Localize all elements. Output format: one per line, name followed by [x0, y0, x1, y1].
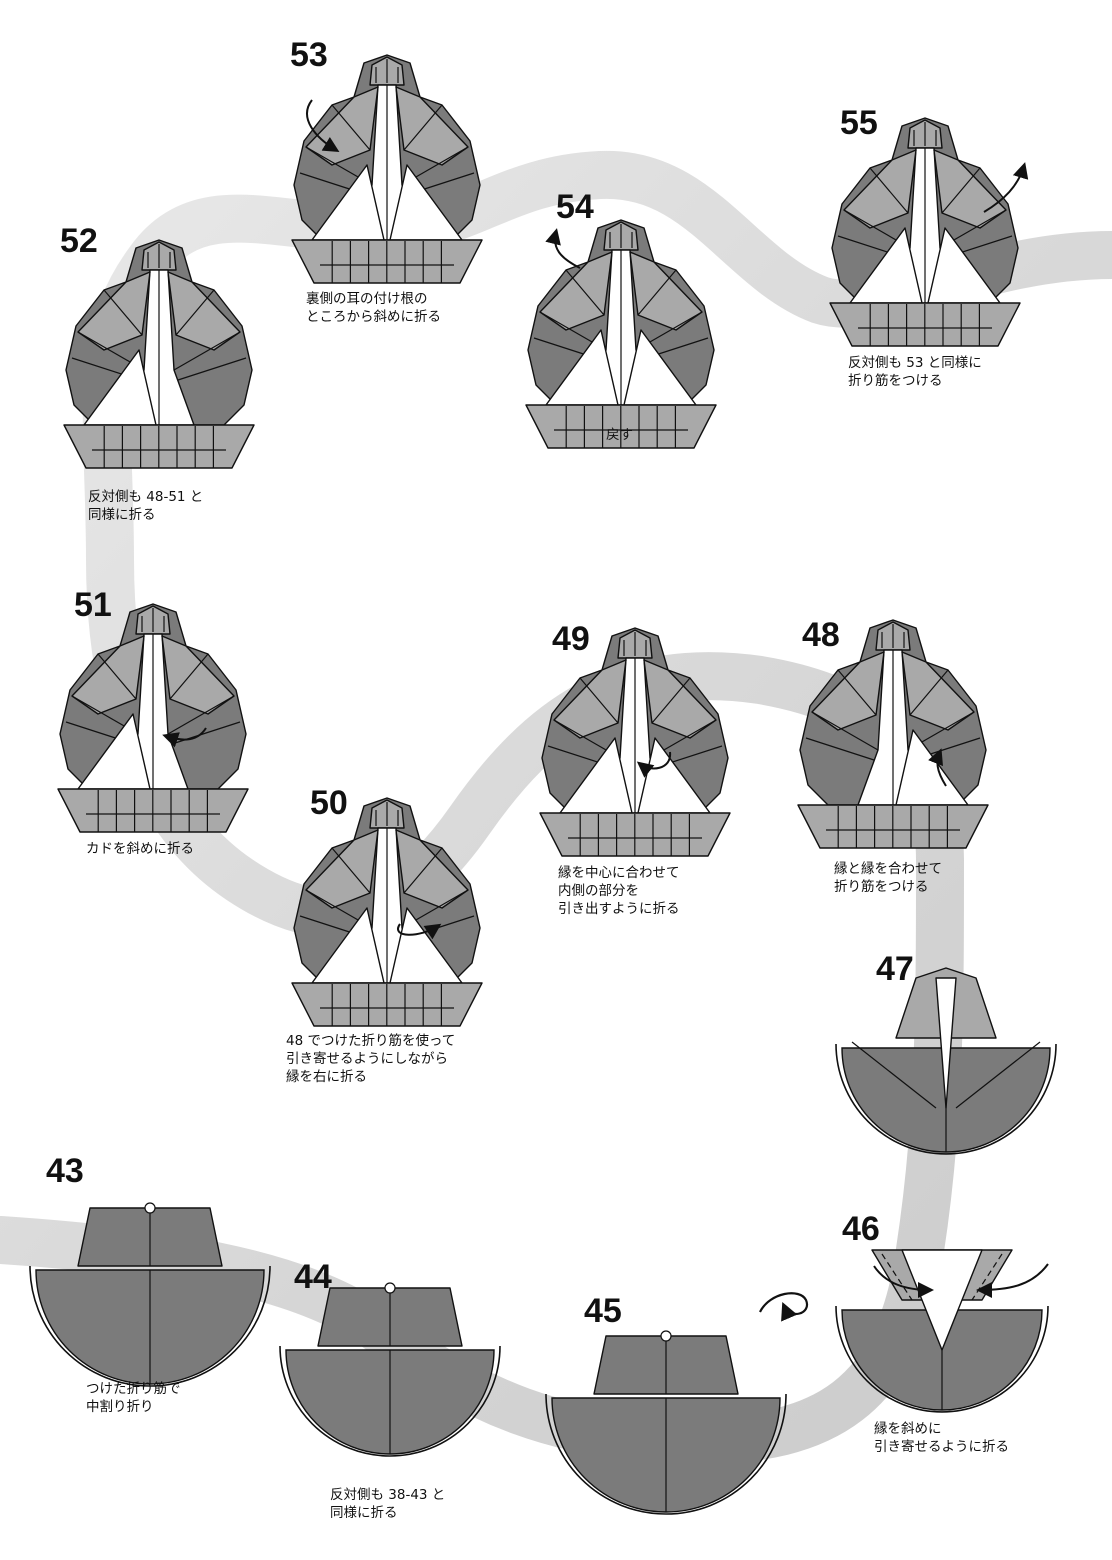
- step-53-caption: 裏側の耳の付け根のところから斜めに折る: [306, 291, 441, 325]
- head-notch: [660, 1330, 672, 1342]
- step-number-49: 49: [552, 620, 590, 658]
- fold-line: [403, 847, 443, 894]
- step-46-caption: 縁を斜めに引き寄せるように折る: [874, 1421, 1009, 1455]
- fold-line: [579, 677, 619, 724]
- right-shoulder: [167, 271, 241, 351]
- step-43-diagram: [29, 1202, 271, 1387]
- fold-arrow-icon: [873, 1265, 934, 1298]
- fold-arrow-icon: [983, 162, 1029, 213]
- fold-line: [175, 289, 215, 336]
- step-number-54: 54: [556, 188, 594, 226]
- left-shoulder: [305, 829, 379, 909]
- fold-arrow-icon: [306, 99, 340, 153]
- left-shoulder: [77, 271, 151, 351]
- step-number-55: 55: [840, 104, 878, 142]
- fold-line: [167, 695, 235, 735]
- step-48-caption: 縁と縁を合わせて折り筋をつける: [834, 861, 942, 895]
- fold-line: [565, 269, 605, 316]
- step-45-diagram: [545, 1330, 787, 1515]
- fold-line: [941, 167, 981, 214]
- center-white: [901, 1249, 983, 1351]
- step-number-51: 51: [74, 586, 112, 624]
- fold-line: [169, 653, 209, 700]
- fold-arrow-icon: [636, 751, 672, 778]
- right-shoulder: [161, 635, 235, 715]
- step-47-diagram: [835, 967, 1057, 1155]
- step-number-44: 44: [294, 1258, 332, 1296]
- bowl-rim: [835, 1043, 1057, 1155]
- fold-line: [881, 1253, 913, 1301]
- fold-line: [403, 104, 443, 151]
- step-number-48: 48: [802, 616, 840, 654]
- step-54-caption: 戻す: [606, 427, 633, 443]
- step-50-caption: 48 でつけた折り筋を使って引き寄せるようにしながら縁を右に折る: [286, 1033, 456, 1085]
- step-44-caption: 反対側も 38-43 と同様に折る: [330, 1487, 446, 1521]
- fold-arrow-icon: [545, 228, 581, 269]
- fold-line: [97, 653, 137, 700]
- step-number-52: 52: [60, 222, 98, 260]
- step-number-50: 50: [310, 784, 348, 822]
- right-shoulder: [901, 651, 975, 731]
- fold-arrow-icon: [976, 1263, 1049, 1298]
- fold-arrow-icon: [928, 748, 947, 787]
- right-shoulder: [395, 86, 469, 166]
- fold-line: [177, 357, 247, 381]
- bowl-rim: [29, 1265, 271, 1387]
- left-shoulder: [843, 149, 917, 229]
- left-shoulder: [539, 251, 613, 331]
- step-51-caption: カドを斜めに折る: [86, 841, 194, 857]
- right-shoulder: [395, 829, 469, 909]
- fold-line: [909, 669, 949, 716]
- step-55-caption: 反対側も 53 と同様に折り筋をつける: [848, 355, 982, 389]
- bowl-rim: [545, 1393, 787, 1515]
- fold-line: [869, 167, 909, 214]
- step-number-47: 47: [876, 950, 914, 988]
- step-54-diagram: [525, 219, 717, 449]
- center-white: [935, 977, 957, 1109]
- fold-line: [173, 331, 241, 371]
- step-49-caption: 縁を中心に合わせて内側の部分を引き出すように折る: [558, 865, 680, 917]
- step-55-diagram: [829, 117, 1021, 347]
- right-shoulder: [629, 251, 703, 331]
- head-notch: [384, 1282, 396, 1294]
- left-shoulder: [71, 635, 145, 715]
- bowl-rim: [835, 1305, 1049, 1413]
- left-shoulder: [553, 659, 627, 739]
- fold-line: [651, 677, 691, 724]
- fold-line: [955, 1041, 1041, 1109]
- fold-arrow-icon: [162, 727, 207, 748]
- fold-arrow-icon: [397, 923, 442, 940]
- step-number-46: 46: [842, 1210, 880, 1248]
- step-53-diagram: [291, 54, 483, 284]
- step-number-45: 45: [584, 1292, 622, 1330]
- step-43-caption: つけた折り筋で中割り折り: [86, 1381, 181, 1415]
- right-shoulder: [643, 659, 717, 739]
- bowl-rim: [279, 1345, 501, 1457]
- step-51-diagram: [57, 603, 249, 833]
- step-52-caption: 反対側も 48-51 と同様に折る: [88, 489, 204, 523]
- fold-line: [331, 104, 371, 151]
- step-49-diagram: [539, 627, 731, 857]
- fold-line: [837, 669, 877, 716]
- head-notch: [144, 1202, 156, 1214]
- fold-line: [103, 289, 143, 336]
- fold-line: [811, 711, 879, 751]
- fold-line: [805, 737, 875, 761]
- fold-line: [637, 269, 677, 316]
- turn-over-icon: [759, 1292, 809, 1322]
- step-44-diagram: [279, 1282, 501, 1457]
- step-52-diagram: [63, 239, 255, 469]
- step-number-53: 53: [290, 36, 328, 74]
- fold-line: [851, 1041, 937, 1109]
- step-number-43: 43: [46, 1152, 84, 1190]
- fold-line: [331, 847, 371, 894]
- left-shoulder: [811, 651, 885, 731]
- step-48-diagram: [797, 619, 989, 849]
